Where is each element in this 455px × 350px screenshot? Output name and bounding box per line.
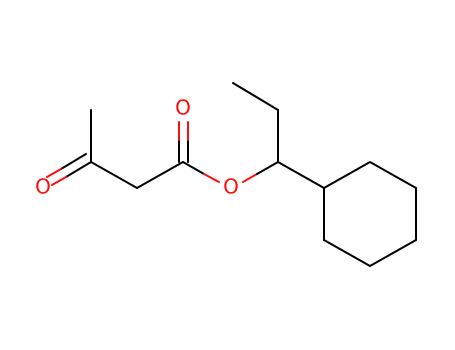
- bond-ketone-co-a: [65, 161, 92, 178]
- bond-ch-cyclohexyl: [277, 161, 325, 189]
- ester-ether-oxygen-label: O: [223, 175, 239, 199]
- bond-ketone-co-b: [60, 153, 87, 170]
- bond-ketone-co-a-red: [51, 176, 67, 186]
- ester-carbonyl-oxygen-label: O: [175, 96, 191, 120]
- bond-o-ch-red: [242, 173, 258, 183]
- bond-ethyl-ch2-ch3: [232, 82, 279, 111]
- ketone-oxygen-label: O: [35, 175, 51, 199]
- bond-ester-o-red: [203, 173, 220, 183]
- cyclohexane-ring: [323, 160, 417, 268]
- bond-ester-o-black: [182, 161, 205, 175]
- bond-ch2-ester: [136, 161, 184, 189]
- bond-ketone-ch2: [90, 161, 138, 189]
- bond-ketone-co-b-red: [46, 168, 62, 178]
- bond-o-ch-black: [256, 161, 279, 175]
